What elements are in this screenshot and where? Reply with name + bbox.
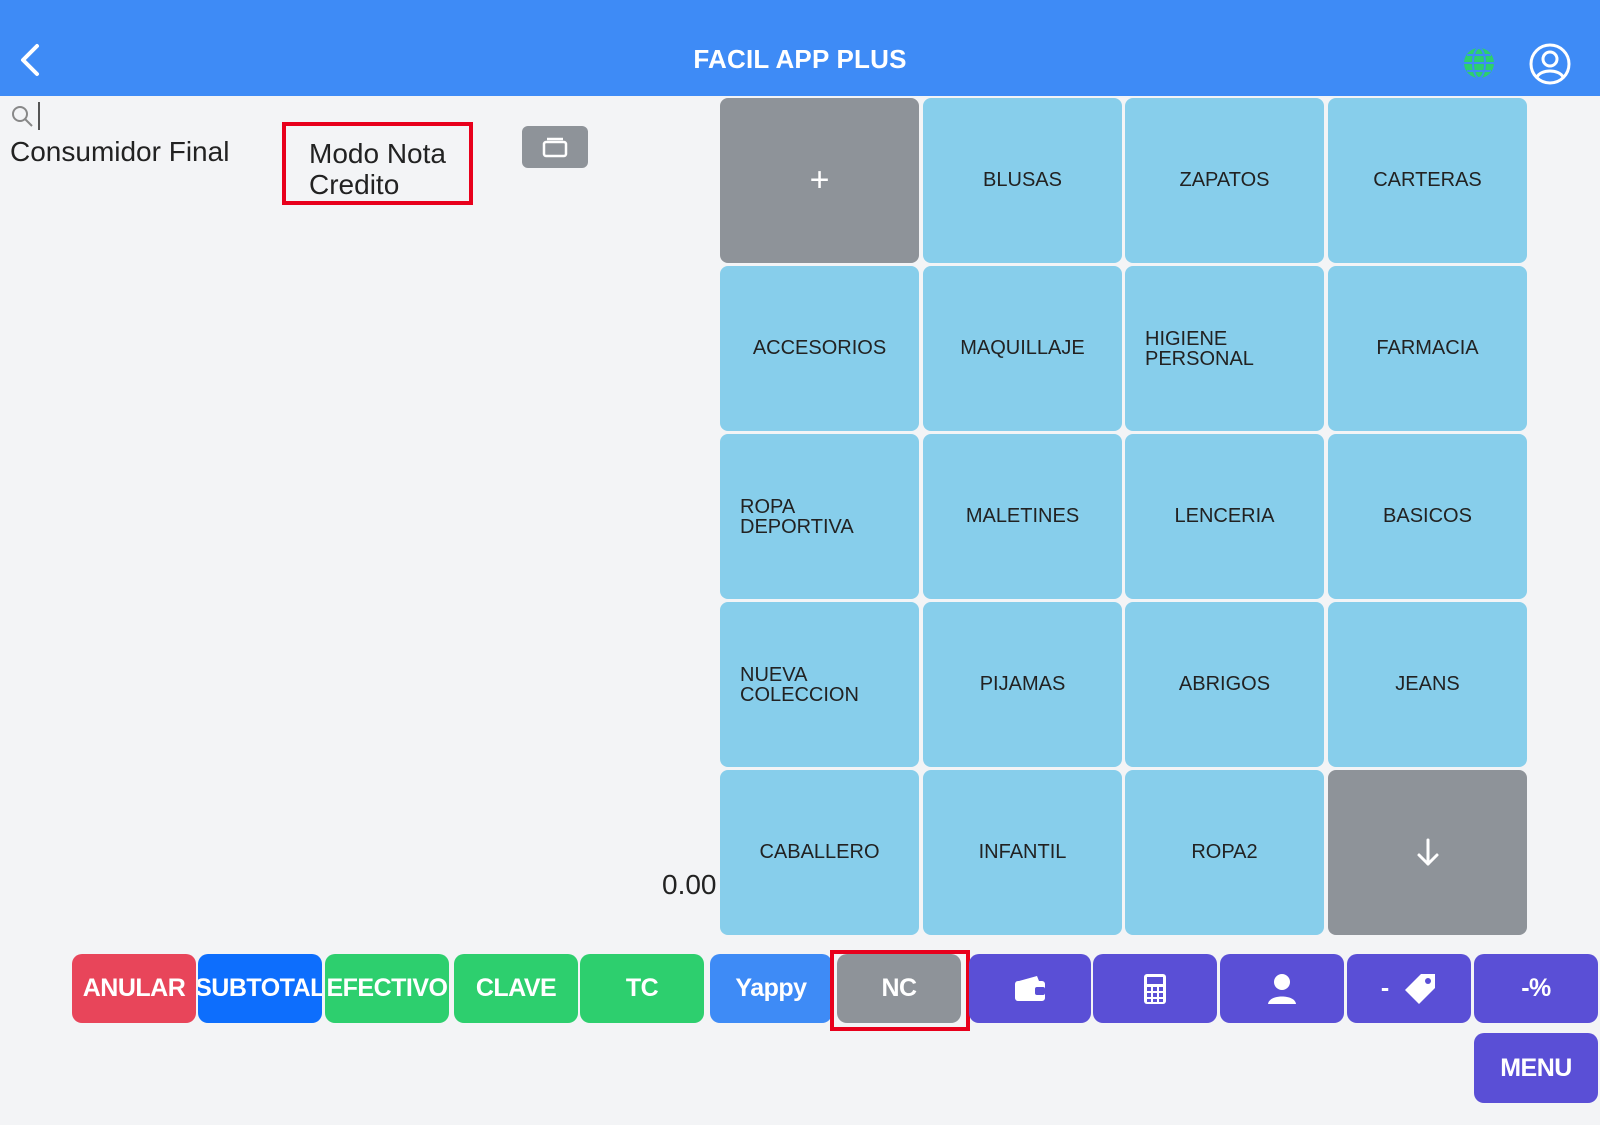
app-title: FACIL APP PLUS (693, 44, 907, 74)
globe-icon[interactable] (1460, 44, 1498, 82)
nc-button-highlight (830, 950, 970, 1031)
customer-button[interactable] (1220, 954, 1344, 1023)
category-tile[interactable]: JEANS (1328, 602, 1527, 767)
customer-name[interactable]: Consumidor Final (10, 136, 230, 167)
person-icon (1268, 973, 1296, 1004)
wallet-button[interactable] (969, 954, 1091, 1023)
category-tile[interactable]: ACCESORIOS (720, 266, 919, 431)
tag-icon (1405, 973, 1436, 1004)
add-category-button[interactable]: + (720, 98, 919, 263)
category-tile[interactable]: ABRIGOS (1125, 602, 1324, 767)
nc-button[interactable]: NC (837, 954, 961, 1023)
anular-button[interactable]: ANULAR (72, 954, 196, 1023)
scroll-down-button[interactable] (1328, 770, 1527, 935)
clave-button[interactable]: CLAVE (454, 954, 578, 1023)
arrow-down-icon (1417, 838, 1438, 865)
user-circle-icon[interactable] (1528, 42, 1572, 86)
cash-drawer-button[interactable] (522, 126, 588, 168)
drawer-icon (542, 137, 568, 158)
category-tile[interactable]: NUEVA COLECCION (720, 602, 919, 767)
back-button[interactable] (8, 38, 52, 82)
search-input-caret[interactable] (38, 102, 40, 130)
top-bar: FACIL APP PLUS (0, 0, 1600, 96)
category-tile[interactable]: ROPA DEPORTIVA (720, 434, 919, 599)
category-tile[interactable]: BASICOS (1328, 434, 1527, 599)
calculator-icon (1144, 973, 1166, 1004)
subtotal-button[interactable]: SUBTOTAL (198, 954, 322, 1023)
search-icon[interactable] (10, 104, 34, 128)
wallet-icon (1015, 975, 1045, 1001)
category-tile[interactable]: FARMACIA (1328, 266, 1527, 431)
credit-note-mode-label: Modo Nota Credito (309, 138, 446, 200)
order-total: 0.00 (662, 869, 717, 900)
category-tile[interactable]: PIJAMAS (923, 602, 1122, 767)
calculator-button[interactable] (1093, 954, 1217, 1023)
category-tile[interactable]: CARTERAS (1328, 98, 1527, 263)
credit-note-mode-highlight: Modo Nota Credito (282, 122, 473, 205)
percent-discount-button[interactable]: -% (1474, 954, 1598, 1023)
efectivo-button[interactable]: EFECTIVO (325, 954, 449, 1023)
category-tile[interactable]: HIGIENE PERSONAL (1125, 266, 1324, 431)
menu-button[interactable]: MENU (1474, 1033, 1598, 1103)
discount-tag-button[interactable]: - (1347, 954, 1471, 1023)
category-tile[interactable]: BLUSAS (923, 98, 1122, 263)
category-tile[interactable]: MAQUILLAJE (923, 266, 1122, 431)
plus-icon: + (809, 161, 830, 199)
category-tile[interactable]: ROPA2 (1125, 770, 1324, 935)
category-tile[interactable]: INFANTIL (923, 770, 1122, 935)
tc-button[interactable]: TC (580, 954, 704, 1023)
category-tile[interactable]: LENCERIA (1125, 434, 1324, 599)
yappy-button[interactable]: Yappy (710, 954, 832, 1023)
category-tile[interactable]: MALETINES (923, 434, 1122, 599)
discount-label: - (1380, 974, 1396, 1002)
category-tile[interactable]: ZAPATOS (1125, 98, 1324, 263)
chevron-left-icon (21, 44, 39, 76)
category-tile[interactable]: CABALLERO (720, 770, 919, 935)
category-grid: + BLUSAS ZAPATOS CARTERAS ACCESORIOS MAQ… (720, 98, 1528, 936)
